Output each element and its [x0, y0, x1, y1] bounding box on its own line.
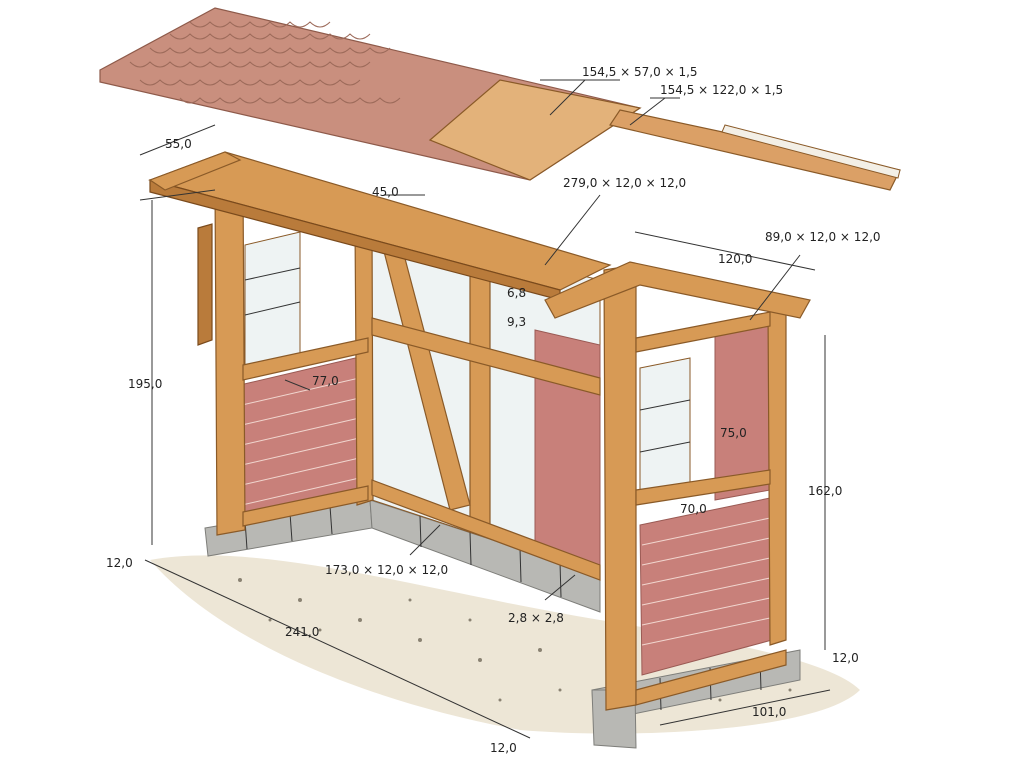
- right-brick-wall: [639, 497, 773, 676]
- label-rafter-angle: 45,0: [372, 185, 399, 199]
- label-length: 241,0: [285, 625, 319, 639]
- label-roof-overhang: 55,0: [165, 137, 192, 151]
- roof: [99, 7, 901, 191]
- dimension-labels: 154,5 × 57,0 × 1,5 154,5 × 122,0 × 1,5 5…: [106, 65, 881, 755]
- label-top-beam: 279,0 × 12,0 × 12,0: [563, 176, 686, 190]
- roof-panel-plywood: [428, 79, 642, 181]
- label-depth: 101,0: [752, 705, 786, 719]
- label-window-sill: 70,0: [680, 502, 707, 516]
- label-base-right: 12,0: [832, 651, 859, 665]
- label-left-wall-height: 77,0: [312, 374, 339, 388]
- label-base-bottom: 12,0: [490, 741, 517, 755]
- label-post: 173,0 × 12,0 × 12,0: [325, 563, 448, 577]
- ground-speckles: [238, 578, 792, 702]
- label-base-left: 12,0: [106, 556, 133, 570]
- label-right-height: 162,0: [808, 484, 842, 498]
- label-batten: 2,8 × 2,8: [508, 611, 564, 625]
- dimension-lines: [139, 79, 831, 739]
- label-right-wall-height: 75,0: [720, 426, 747, 440]
- label-side-beam: 89,0 × 12,0 × 12,0: [765, 230, 881, 244]
- label-small-a: 6,8: [507, 286, 526, 300]
- label-side-depth: 120,0: [718, 252, 752, 266]
- label-small-b: 9,3: [507, 315, 526, 329]
- right-window: [639, 357, 691, 501]
- roof-batten-light: [721, 124, 901, 179]
- timber-frame: [148, 151, 811, 711]
- label-roof-panel-a: 154,5 × 57,0 × 1,5: [582, 65, 698, 79]
- left-window: [197, 223, 301, 369]
- label-total-height: 195,0: [128, 377, 162, 391]
- label-roof-panel-b: 154,5 × 122,0 × 1,5: [660, 83, 783, 97]
